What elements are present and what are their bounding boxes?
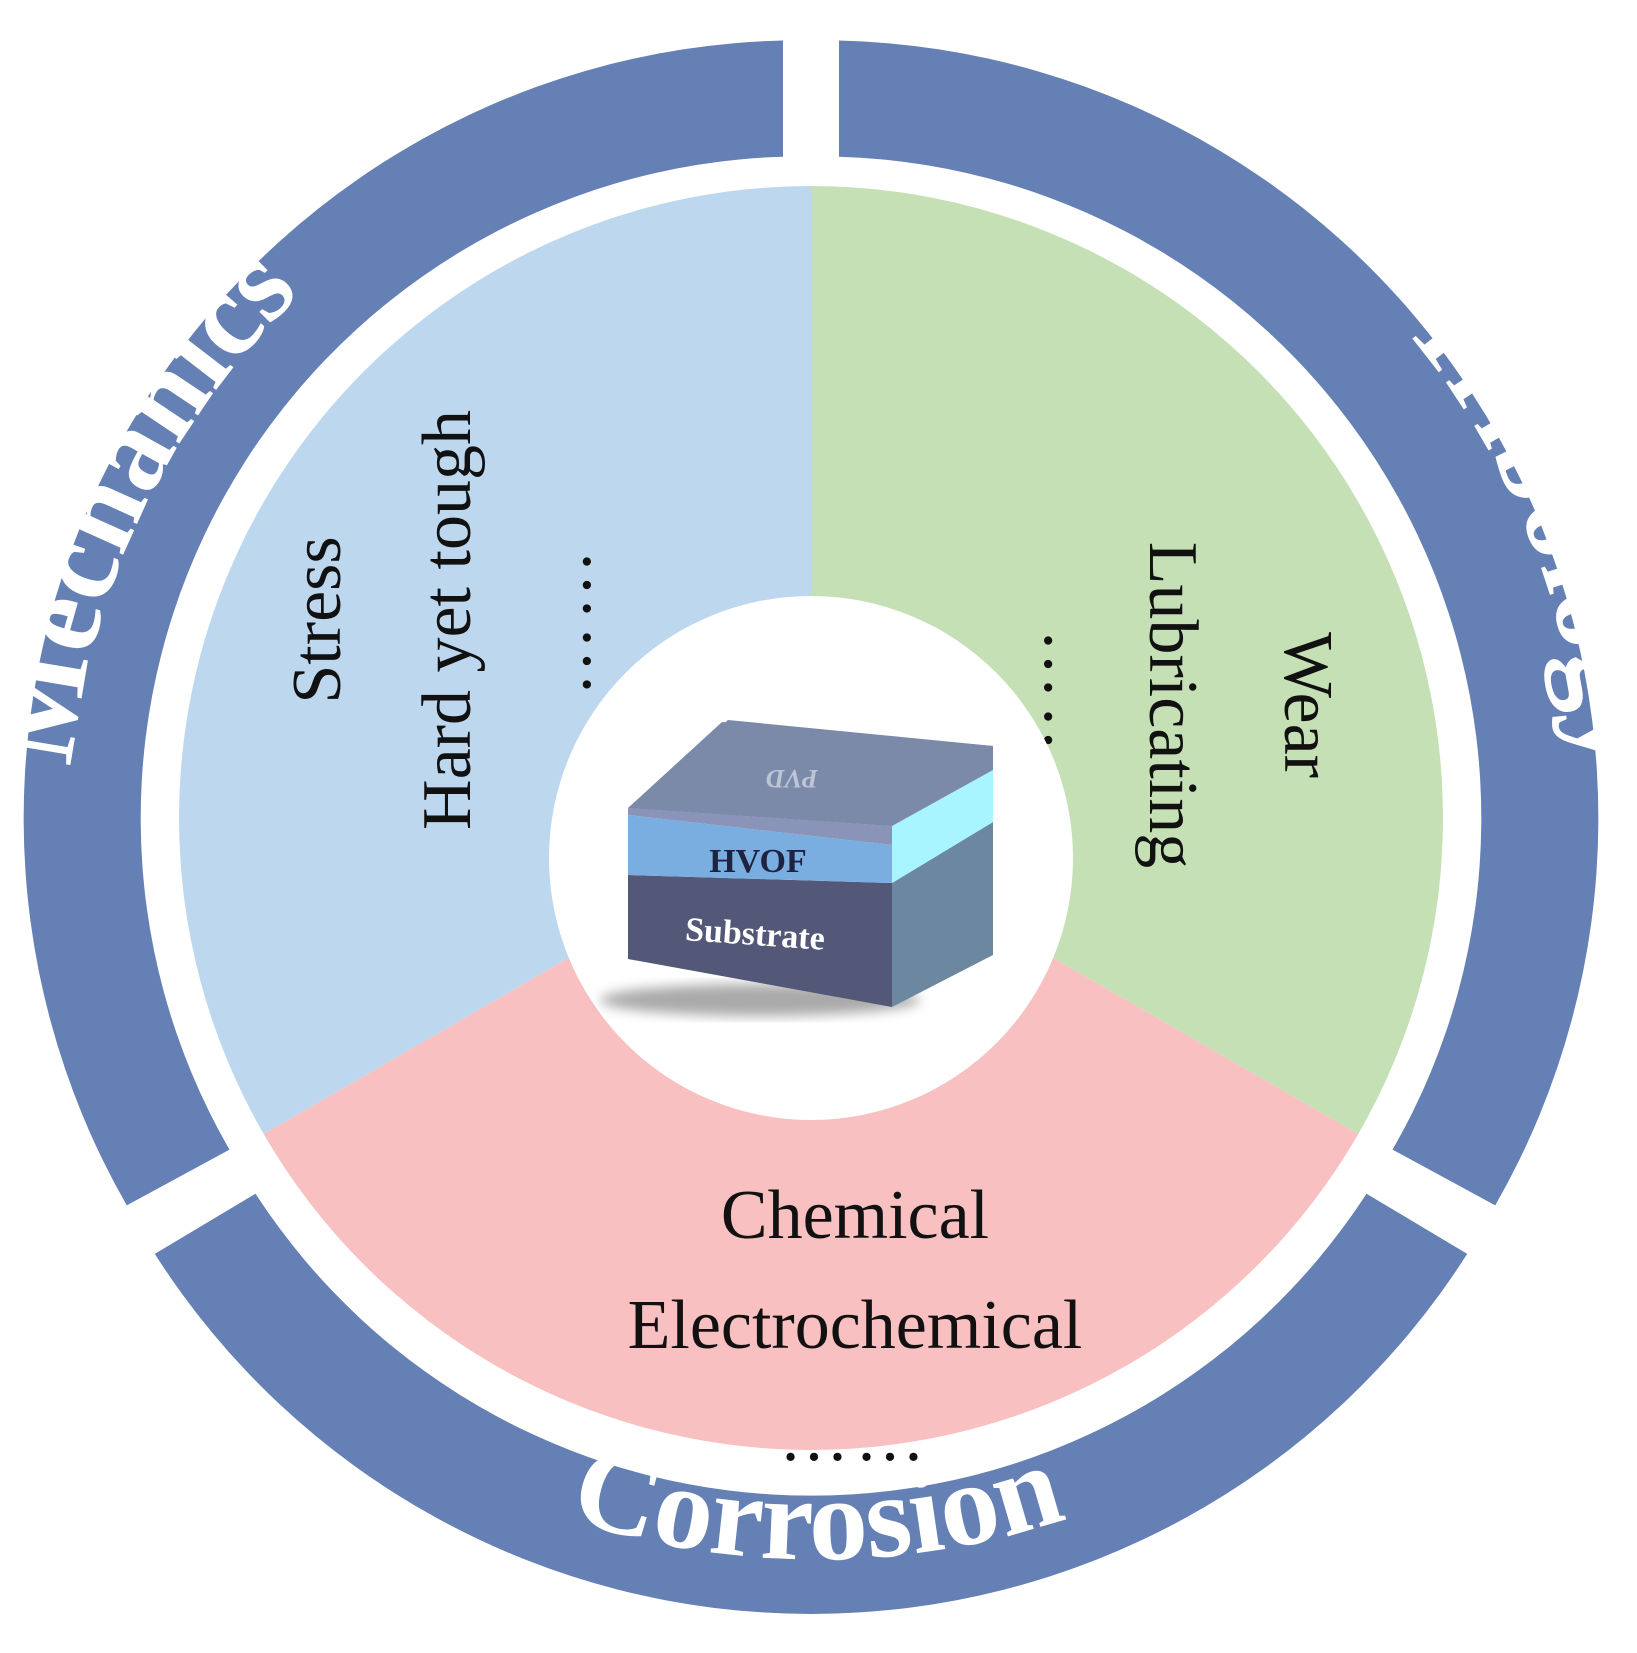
hvof-label: HVOF <box>709 843 807 880</box>
corrosion-line-1: Chemical <box>721 1177 989 1254</box>
substrate-layer <box>628 875 892 1007</box>
pvd-layer <box>628 808 892 845</box>
ring-segment-tribology <box>839 40 1599 1206</box>
hvof-layer <box>628 815 892 883</box>
outer-ring <box>23 40 1599 1614</box>
mechanics-dots: …… <box>529 544 606 696</box>
ring-segment-mechanics <box>23 40 784 1206</box>
coating-block: PVD HVOF Substrate <box>600 720 993 1016</box>
sector-corrosion <box>263 818 1359 1450</box>
tribology-line-1: Wear <box>1269 632 1346 778</box>
block-top <box>628 722 993 826</box>
mechanics-sector-text: Stress Hard yet tough …… <box>279 410 606 830</box>
mechanics-line-1: Stress <box>279 536 356 703</box>
ring-segment-corrosion <box>154 1193 1468 1614</box>
mechanics-line-2: Hard yet tough <box>409 410 486 830</box>
corrosion-sector-text: Chemical Electrochemical …… <box>628 1177 1083 1476</box>
corrosion-line-2: Electrochemical <box>628 1287 1083 1364</box>
interlayer-side <box>892 770 993 883</box>
corrosion-dots: …… <box>779 1399 931 1476</box>
pvd-label: PVD <box>766 764 819 793</box>
substrate-side <box>892 822 993 1007</box>
tribology-line-2: Lubricating <box>1134 542 1211 869</box>
